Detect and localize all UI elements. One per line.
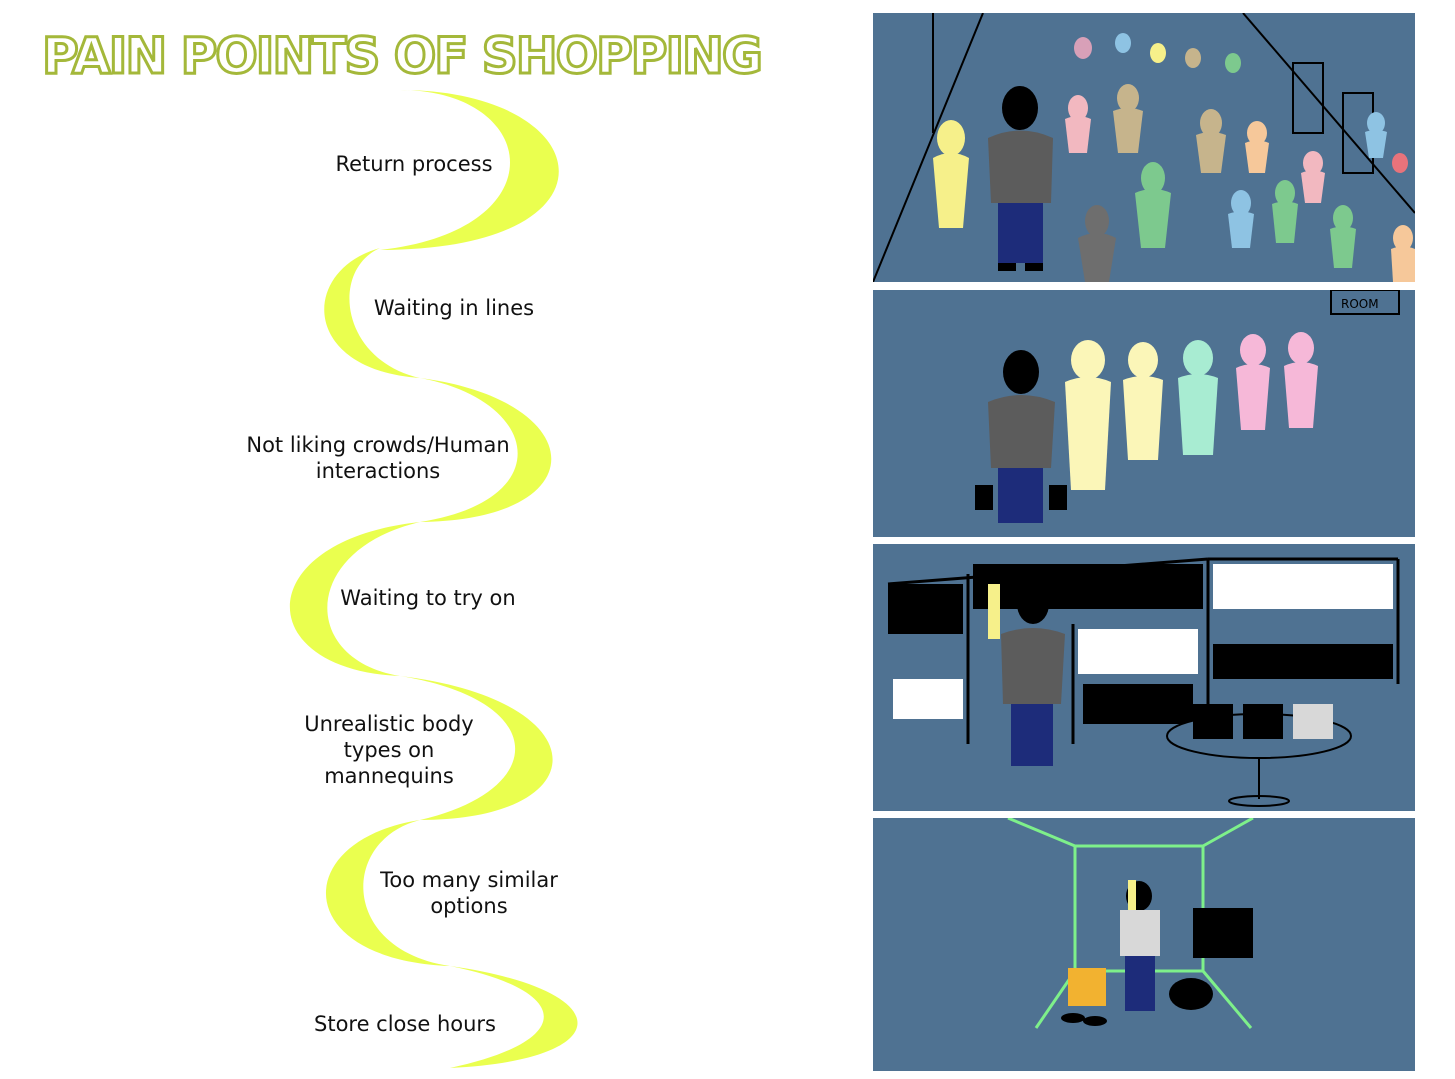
title-banner: PAIN POINTS OF SHOPPING	[0, 10, 820, 90]
panel-fitting-room-line: ROOM	[873, 290, 1415, 537]
crowd-figures	[933, 33, 1415, 282]
wave-segment-2	[324, 248, 420, 378]
pain-point-unrealistic-mannequins: Unrealistic body types on mannequins	[304, 712, 474, 788]
queue-figures	[1065, 332, 1318, 490]
fitting-room-illustration	[1007, 818, 1254, 1029]
fitting-room-line-illustration: ROOM	[975, 290, 1400, 523]
wave-segment-3	[420, 378, 552, 522]
wave-segment-5	[400, 676, 553, 820]
title-graphic: PAIN POINTS OF SHOPPING	[41, 26, 765, 87]
wave-segment-7	[450, 966, 578, 1068]
main-character	[988, 86, 1053, 271]
panel-fitting-room	[873, 818, 1415, 1071]
pain-point-store-close-hours: Store close hours	[314, 1012, 496, 1036]
pain-point-too-many-options: Too many similar options	[380, 868, 558, 918]
main-character-queue	[975, 350, 1067, 523]
fitting-room-sign	[1330, 290, 1400, 315]
wave-ribbon	[289, 90, 578, 1068]
crowded-store-illustration	[873, 13, 1415, 282]
wave-segment-6	[325, 820, 450, 966]
hanging-clothes	[1193, 908, 1253, 958]
pain-point-waiting-to-try-on: Waiting to try on	[340, 586, 516, 610]
fitting-room-sign-text: ROOM	[1341, 297, 1379, 311]
page-title: PAIN POINTS OF SHOPPING	[42, 27, 761, 85]
panel-clothing-racks	[873, 544, 1415, 811]
pain-point-crowds: Not liking crowds/Human interactions	[246, 433, 510, 483]
shopping-bag	[1068, 968, 1106, 1006]
wave-segment-4	[289, 522, 420, 676]
clothing-racks-illustration	[887, 557, 1400, 807]
pain-point-waiting-in-lines: Waiting in lines	[373, 296, 535, 320]
pain-point-return-process: Return process	[335, 152, 493, 176]
wave-segment-1	[380, 90, 559, 250]
panel-crowded-store	[873, 13, 1415, 282]
main-character-racks	[988, 584, 1065, 766]
wave-graphic	[289, 90, 578, 1068]
main-character-mirror	[1120, 880, 1160, 1011]
